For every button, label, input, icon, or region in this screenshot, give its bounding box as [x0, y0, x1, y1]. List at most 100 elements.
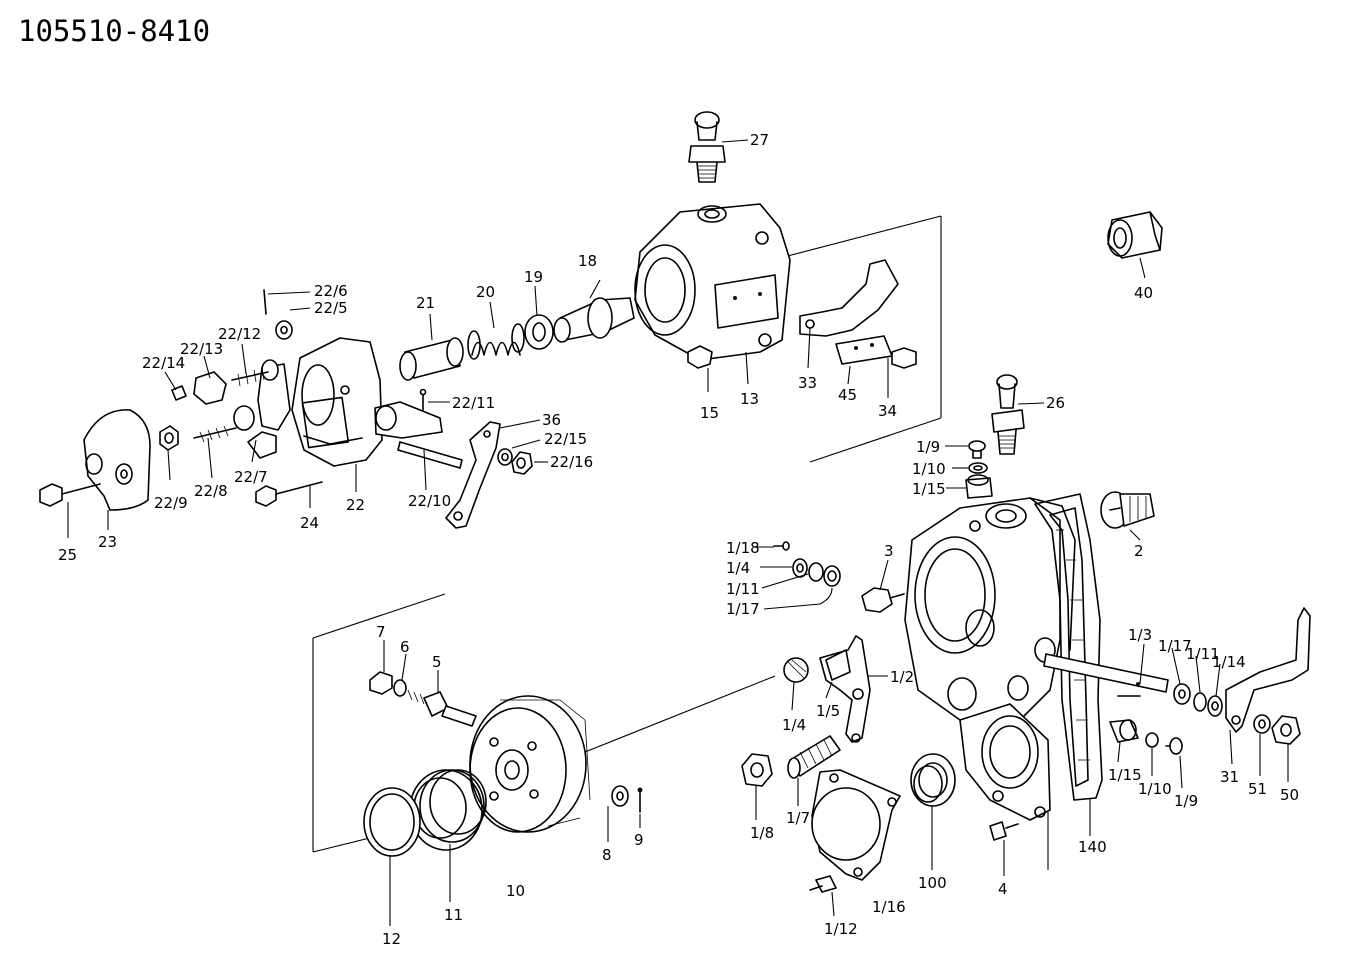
gasket-140 — [1034, 493, 1103, 801]
label-45: 45 — [838, 386, 857, 404]
washer-51 — [1253, 714, 1271, 734]
nut-7 — [369, 671, 393, 695]
label-5: 5 — [432, 653, 442, 671]
label-1-9a: 1/9 — [916, 438, 940, 456]
label-19: 19 — [524, 268, 543, 286]
pin-1-18 — [773, 541, 790, 551]
label-25: 25 — [58, 546, 77, 564]
plug-2 — [1100, 491, 1155, 529]
housing-22 — [291, 337, 443, 467]
bracket-22-7 — [247, 359, 291, 459]
ring-1-4a — [792, 558, 808, 578]
label-6: 6 — [400, 638, 410, 656]
nut-22-16 — [511, 451, 533, 475]
washer-22-5 — [275, 320, 293, 340]
label-1-15b: 1/15 — [1108, 766, 1142, 784]
label-27: 27 — [750, 131, 769, 149]
label-1-15a: 1/15 — [912, 480, 946, 498]
label-1-7: 1/7 — [786, 809, 810, 827]
label-1-2: 1/2 — [890, 668, 914, 686]
housing-13 — [634, 203, 791, 361]
screw-15 — [687, 345, 713, 369]
lever-31 — [1225, 607, 1311, 733]
bolt-3 — [861, 587, 905, 613]
label-22-7: 22/7 — [234, 468, 268, 486]
label-1-10a: 1/10 — [912, 460, 946, 478]
label-22-5: 22/5 — [314, 299, 348, 317]
label-140: 140 — [1078, 838, 1107, 856]
nut-50 — [1271, 715, 1301, 745]
label-36: 36 — [542, 411, 561, 429]
label-10: 10 — [506, 882, 525, 900]
label-1-11b: 1/11 — [1186, 645, 1220, 663]
label-1-11a: 1/11 — [726, 580, 760, 598]
plate-45 — [835, 335, 893, 365]
label-1-4a: 1/4 — [726, 559, 750, 577]
ring-1-17b — [1173, 683, 1191, 705]
label-11: 11 — [444, 906, 463, 924]
washer-6 — [393, 679, 407, 697]
label-1-16: 1/16 — [872, 898, 906, 916]
nut-1-8 — [741, 753, 773, 787]
seal-100 — [910, 753, 956, 807]
label-1-14: 1/14 — [1212, 653, 1246, 671]
label-24: 24 — [300, 514, 319, 532]
plate-33 — [799, 259, 899, 337]
label-22-11: 22/11 — [452, 394, 495, 412]
label-23: 23 — [98, 533, 117, 551]
nut-22-9 — [159, 425, 179, 451]
label-22-6: 22/6 — [314, 282, 348, 300]
label-18: 18 — [578, 252, 597, 270]
label-2: 2 — [1134, 542, 1144, 560]
bolt-26 — [991, 374, 1025, 455]
spring-1-4b — [783, 657, 809, 683]
label-13: 13 — [740, 390, 759, 408]
screw-22-14 — [171, 385, 187, 401]
fitting-1-15a — [965, 474, 993, 499]
ring-1-14 — [1207, 695, 1223, 717]
screw-1-12 — [809, 875, 837, 893]
label-1-17a: 1/17 — [726, 600, 760, 618]
label-31: 31 — [1220, 768, 1239, 786]
label-1-18: 1/18 — [726, 539, 760, 557]
label-1-17b: 1/17 — [1158, 637, 1192, 655]
label-22-15: 22/15 — [544, 430, 587, 448]
label-1-3: 1/3 — [1128, 626, 1152, 644]
label-22-10: 22/10 — [408, 492, 451, 510]
label-26: 26 — [1046, 394, 1065, 412]
label-22-14: 22/14 — [142, 354, 185, 372]
part-labels: 27 40 26 18 19 20 21 22/6 22/5 22/12 22/… — [58, 131, 1299, 948]
cylinder-21 — [399, 337, 464, 381]
label-1-8: 1/8 — [750, 824, 774, 842]
label-22-12: 22/12 — [218, 325, 261, 343]
label-33: 33 — [798, 374, 817, 392]
label-20: 20 — [476, 283, 495, 301]
ring-1-17a — [823, 565, 841, 587]
cap-nut-40 — [1107, 211, 1163, 259]
screw-34 — [891, 347, 917, 369]
pin-22-10 — [397, 441, 463, 469]
leader-lines — [67, 139, 1289, 926]
label-34: 34 — [878, 402, 897, 420]
label-4: 4 — [998, 880, 1008, 898]
label-100: 100 — [918, 874, 947, 892]
label-50: 50 — [1280, 786, 1299, 804]
block-22-13 — [193, 371, 227, 405]
label-21: 21 — [416, 294, 435, 312]
bolt-5 — [407, 689, 477, 727]
upper-group-frame — [779, 215, 942, 463]
lever-36 — [445, 421, 501, 529]
label-1-4b: 1/4 — [782, 716, 806, 734]
screw-1-9a — [968, 440, 986, 459]
cap-23 — [83, 409, 151, 511]
ring-12 — [363, 787, 421, 857]
washer-1-10a — [968, 462, 988, 474]
ring-1-11a — [808, 562, 824, 582]
screw-1-7 — [787, 735, 841, 779]
pin-22-6 — [263, 289, 267, 315]
spring-20 — [467, 323, 525, 360]
fitting-1-15b — [1109, 719, 1139, 743]
washer-1-10b — [1145, 732, 1159, 748]
pin-22-11 — [419, 388, 427, 411]
label-22-16: 22/16 — [550, 453, 593, 471]
